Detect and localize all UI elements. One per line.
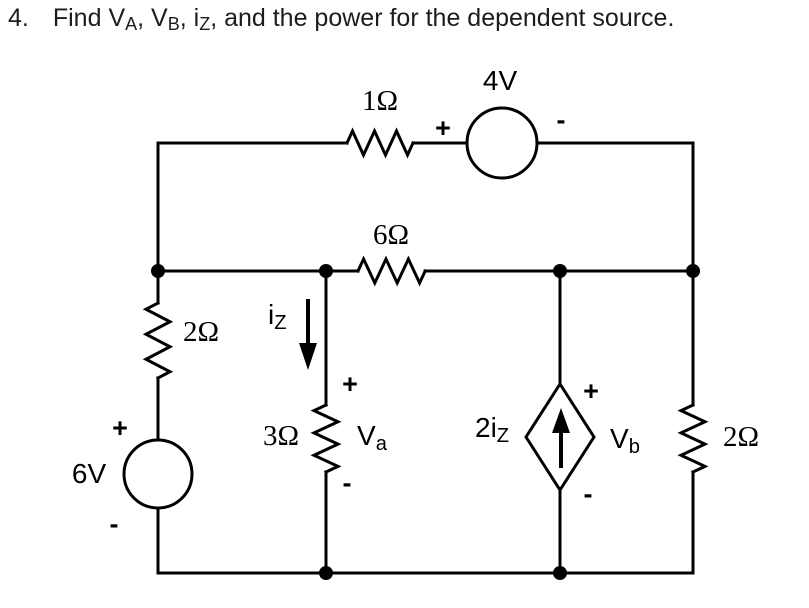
title-text: , and the power for the dependent source… <box>210 4 675 32</box>
voltage-source-4v-circle <box>465 106 539 180</box>
title-text: , V <box>137 4 168 32</box>
junction-dot <box>151 264 165 278</box>
voltage-source-6v-circle <box>122 438 194 510</box>
dependent-source-sub: Z <box>496 424 510 447</box>
current-iz-main: i <box>268 299 275 330</box>
current-iz-sub: Z <box>274 311 287 334</box>
title-sub-z: Z <box>199 13 211 34</box>
resistor-6ohm <box>356 255 428 287</box>
junction-dot <box>553 566 567 580</box>
junction-dot <box>319 566 333 580</box>
current-iz-label: iZ <box>268 299 287 334</box>
dependent-source-arrowhead-icon <box>552 408 570 433</box>
polarity-plus-va: + <box>342 369 358 399</box>
polarity-minus-vb: - <box>583 479 593 509</box>
voltage-va-label: Va <box>357 420 387 455</box>
voltage-vb-main: V <box>610 423 629 454</box>
polarity-minus-4v: - <box>556 105 566 135</box>
voltage-va-main: V <box>357 420 376 451</box>
dependent-source-main: 2i <box>475 412 497 443</box>
resistor-1ohm <box>345 127 415 159</box>
title-sub-a: A <box>125 13 138 34</box>
resistor-3ohm <box>310 403 342 474</box>
junction-dot <box>686 264 700 278</box>
current-iz-arrowhead-icon <box>299 343 317 370</box>
title-text: , i <box>179 4 200 32</box>
polarity-plus-4v: + <box>435 113 451 143</box>
problem-title: 4. Find VA, VB, iZ, and the power for the… <box>8 4 674 35</box>
dependent-source-2iz-label: 2iZ <box>475 412 510 447</box>
resistor-3ohm-label: 3Ω <box>262 420 300 452</box>
voltage-va-sub: a <box>375 432 387 455</box>
resistor-2ohm-left-label: 2Ω <box>182 316 220 348</box>
junction-dot <box>553 264 567 278</box>
voltage-source-4v-label: 4V <box>482 65 518 96</box>
problem-number: 4. <box>8 4 29 32</box>
resistor-1ohm-label: 1Ω <box>361 85 399 117</box>
title-text: Find V <box>52 4 126 32</box>
voltage-vb-label: Vb <box>610 423 640 458</box>
voltage-vb-sub: b <box>628 435 640 458</box>
polarity-plus-6v: + <box>112 413 128 443</box>
resistor-2ohm-left <box>142 300 174 381</box>
junction-dot <box>319 264 333 278</box>
resistor-2ohm-right <box>677 403 709 474</box>
resistor-2ohm-right-label: 2Ω <box>722 421 760 453</box>
polarity-minus-va: - <box>342 468 352 498</box>
polarity-minus-6v: - <box>109 509 119 539</box>
title-sub-b: B <box>167 13 180 34</box>
polarity-plus-vb: + <box>583 376 599 406</box>
resistor-6ohm-label: 6Ω <box>372 219 410 251</box>
voltage-source-6v-label: 6V <box>71 458 107 489</box>
